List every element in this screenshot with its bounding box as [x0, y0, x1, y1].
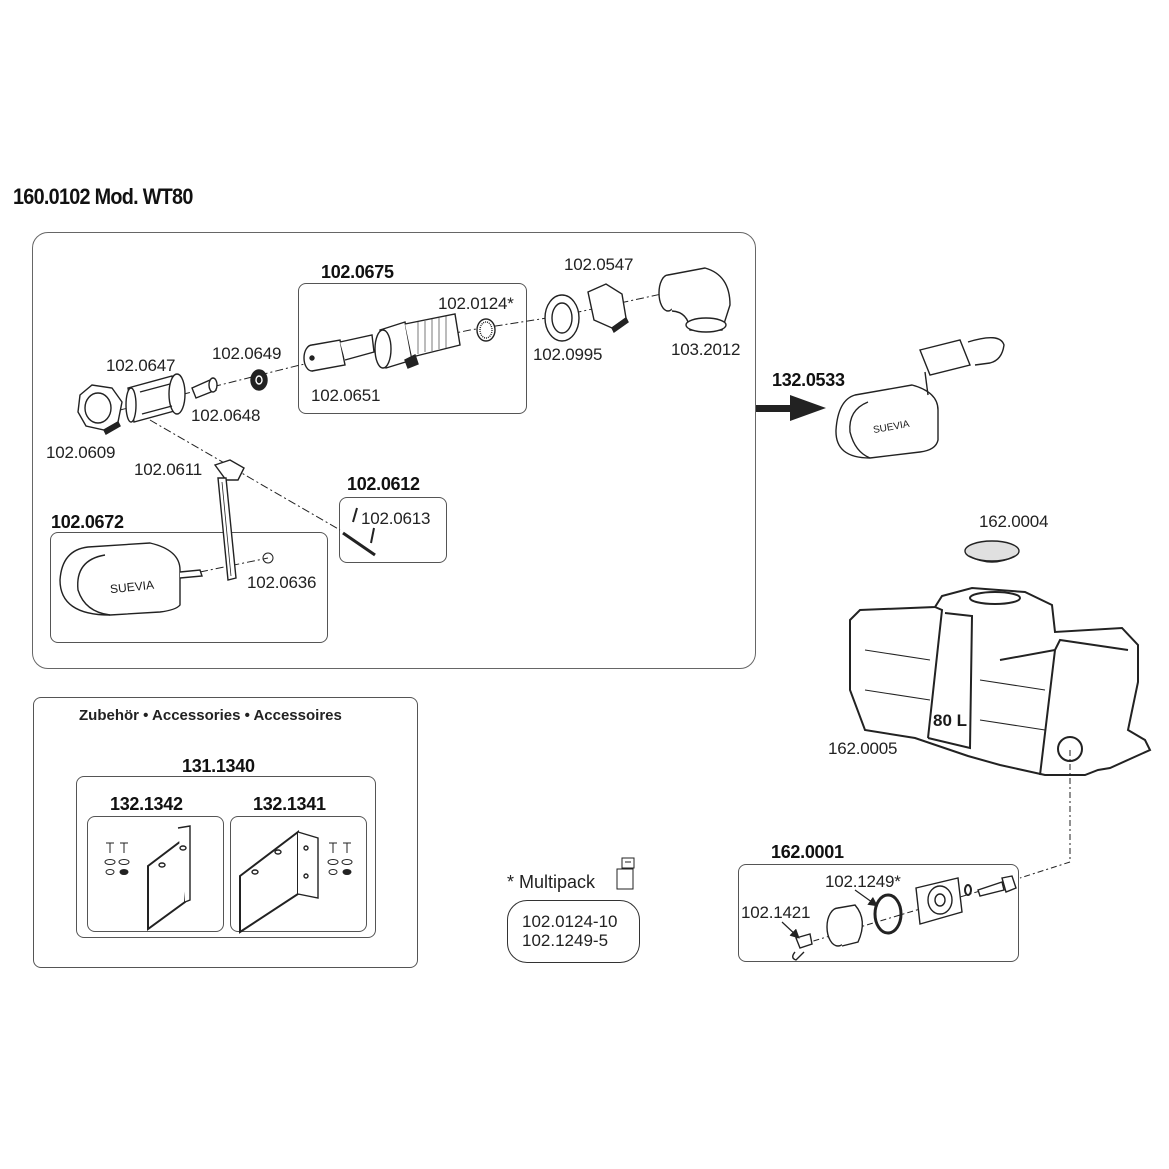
hex-nut-icon: [77, 384, 123, 435]
part-label-102-0613: 102.0613: [361, 509, 431, 528]
clip-ring-icon: [262, 552, 274, 564]
multipack-code-2: 102.1249-5: [522, 931, 609, 950]
part-label-131-1340: 131.1340: [182, 756, 255, 776]
drain-flange-icon: [915, 877, 963, 925]
float-box: [50, 532, 328, 643]
split-pin-icon: [342, 507, 376, 557]
wing-nut-icon: [792, 933, 813, 961]
part-label-102-0547: 102.0547: [564, 255, 634, 274]
threaded-valve-body-icon: [374, 313, 461, 369]
multipack-box: [507, 900, 640, 963]
bracket-1341-box: [230, 816, 367, 932]
part-label-162-0005: 162.0005: [828, 739, 898, 758]
elbow-fitting-icon: [658, 267, 731, 333]
bracket-1341-icon: [239, 829, 319, 934]
rubber-washer-icon: [250, 369, 268, 391]
diagram-title: 160.0102 Mod. WT80: [13, 184, 193, 209]
part-label-102-0651: 102.0651: [311, 386, 381, 405]
leader-arrow-oring: [854, 889, 878, 907]
main-assembly-frame: [32, 232, 756, 669]
part-label-102-0609: 102.0609: [46, 443, 116, 462]
filter-screen-icon: [476, 318, 496, 342]
part-label-102-0675: 102.0675: [321, 262, 394, 282]
part-label-102-1249: 102.1249*: [825, 872, 901, 891]
multipack-icon: [616, 857, 635, 890]
complete-valve-icon: [835, 337, 1005, 459]
locknut-icon: [587, 283, 629, 334]
drain-axis-line: [1019, 750, 1071, 879]
accessories-frame: [33, 697, 418, 968]
trough-lid-icon: [964, 540, 1020, 563]
screws-nuts-1342-icon: [104, 842, 130, 875]
valve-pin-icon: [303, 334, 375, 372]
sealing-ring-icon: [544, 294, 580, 342]
part-label-102-0995: 102.0995: [533, 345, 603, 364]
capacity-label: 80 L: [933, 711, 968, 730]
multipack-code-1: 102.0124-10: [522, 912, 618, 931]
bracket-1342-box: [87, 816, 224, 932]
part-label-102-0124: 102.0124*: [438, 294, 514, 313]
water-trough-icon: [849, 586, 1152, 776]
bolt-icon: [977, 875, 1017, 897]
float-body-icon: [59, 542, 203, 616]
valve-housing-icon: [125, 373, 186, 423]
part-label-102-0672: 102.0672: [51, 512, 124, 532]
float-lever-icon: [213, 459, 245, 581]
washer-icon: [964, 884, 972, 896]
valve-insert-box: [298, 283, 527, 414]
part-label-132-0533: 132.0533: [772, 370, 845, 390]
part-label-162-0001: 162.0001: [771, 842, 844, 862]
part-label-102-0647: 102.0647: [106, 356, 176, 375]
part-label-102-0636: 102.0636: [247, 573, 317, 592]
bracket-1342-icon: [147, 825, 191, 931]
drain-plug-icon: [826, 904, 863, 947]
leader-arrow-wingnut: [781, 921, 800, 939]
part-label-103-2012: 103.2012: [671, 340, 741, 359]
multipack-label: * Multipack: [507, 872, 596, 892]
part-label-102-1421: 102.1421: [741, 903, 811, 922]
screws-nuts-1341-icon: [327, 842, 353, 875]
arrow-right-icon: [756, 395, 826, 421]
bracket-set-box: [76, 776, 376, 938]
part-label-102-0611: 102.0611: [134, 460, 203, 479]
part-label-162-0004: 162.0004: [979, 512, 1049, 531]
axis-line-lever: [149, 419, 341, 531]
part-label-132-1341: 132.1341: [253, 794, 326, 814]
o-ring-icon: [873, 893, 903, 935]
drain-kit-box: [738, 864, 1019, 962]
valve-cone-icon: [191, 377, 218, 399]
part-label-132-1342: 132.1342: [110, 794, 183, 814]
part-label-102-0648: 102.0648: [191, 406, 261, 425]
part-label-102-0649: 102.0649: [212, 344, 282, 363]
accessories-heading: Zubehör • Accessories • Accessoires: [79, 707, 342, 724]
part-label-102-0612: 102.0612: [347, 474, 420, 494]
